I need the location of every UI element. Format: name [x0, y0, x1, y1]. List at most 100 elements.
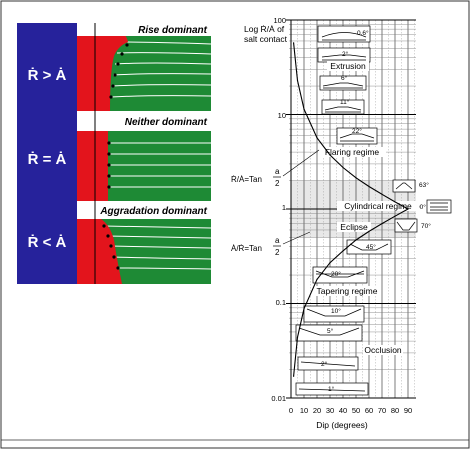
side-label-equal: Ṙ = Ȧ: [28, 151, 67, 168]
sketch-box: [295, 324, 363, 342]
x-tick-label: 20: [313, 406, 321, 415]
regime-label-cylindrical: Cylindrical regime: [344, 201, 412, 211]
angle-label: 2°: [342, 50, 349, 58]
curve-point: [394, 201, 396, 203]
strata-lines-rise: [110, 41, 212, 98]
curve-point: [355, 177, 357, 179]
sketch-box: [317, 25, 371, 43]
angle-label: 22°: [352, 127, 362, 135]
x-tick-label: 70: [378, 406, 386, 415]
neither-dominant-block: [77, 131, 211, 201]
regime-label-bg: [318, 147, 386, 157]
termination-dot: [116, 62, 120, 66]
curve-label-rise-num: a: [275, 167, 280, 176]
sketch-box: [303, 305, 365, 323]
salt-red-rise: [77, 30, 128, 111]
curve-point: [368, 230, 370, 232]
sketch-contact: [300, 361, 356, 367]
sketch-box: [394, 218, 418, 233]
sketch-contact: [339, 133, 375, 142]
sketch-contact: [315, 270, 365, 278]
angle-label: 0.6°: [357, 29, 369, 37]
sketch-box: [426, 199, 452, 214]
regime-label-extrusion: Extrusion: [330, 61, 366, 71]
termination-dot: [107, 185, 111, 189]
curve-point: [407, 208, 409, 210]
y-tick-label: 10: [278, 111, 286, 120]
regime-label-bg: [337, 201, 419, 211]
angle-label: 90°: [416, 203, 426, 211]
sketch-box: [297, 356, 359, 371]
curve-point: [293, 375, 295, 377]
termination-dot: [106, 234, 110, 238]
curve-label-rise-den: 2: [275, 179, 280, 188]
curve-point: [381, 193, 383, 195]
x-tick-label: 0: [289, 406, 293, 415]
angle-label: 1°: [328, 385, 335, 393]
termination-dot: [125, 43, 129, 47]
angle-label: 6°: [341, 74, 348, 82]
y-axis-label-line-1: Log Ṙ/Ȧ of: [244, 24, 285, 34]
angle-label: 10°: [331, 307, 341, 315]
regime-label-tapering: Tapering regime: [317, 286, 378, 296]
regime-label-flaring: Flaring regime: [325, 147, 380, 157]
regime-label-bg: [327, 61, 369, 71]
sketch-contact: [395, 182, 413, 190]
curve-point: [296, 336, 299, 338]
curve-point: [355, 239, 357, 241]
sketch-contact: [324, 106, 362, 113]
x-tick-label: 90: [404, 406, 412, 415]
termination-dot: [112, 255, 116, 259]
curve-point: [342, 166, 344, 169]
angle-label: 11°: [340, 98, 350, 106]
x-tick-label: 10: [300, 406, 308, 415]
curve-label-rise: Ṙ/Ȧ=Tan a 2: [231, 149, 320, 188]
salt-red-aggradation: [77, 219, 122, 284]
strata-lines-aggradation: [103, 225, 212, 270]
regime-label-bg: [337, 222, 371, 232]
side-label-aggradation: Ṙ < Ȧ: [28, 234, 67, 251]
curve-point: [293, 42, 295, 44]
strata-lines-neither: [108, 142, 211, 188]
side-label-rise: Ṙ > Ȧ: [28, 67, 67, 84]
curve-point: [303, 308, 305, 310]
angle-labels: 0.6° 2° 6° 11° 22° 63° 90° 70° 45° 20° 1…: [321, 29, 431, 393]
band-aggradation: [77, 201, 211, 219]
curve-label-aggradation: Ȧ/Ṙ=Tan a 2: [231, 231, 311, 257]
regime-label-occlusion: Occlusion: [364, 345, 402, 355]
termination-dot: [109, 244, 113, 248]
x-tick-label: 60: [365, 406, 373, 415]
curve-label-aggradation-num: a: [275, 236, 280, 245]
angle-label: 20°: [331, 270, 341, 278]
sketch-box: [295, 382, 369, 396]
band-label-rise: Rise dominant: [138, 25, 208, 36]
y-tick-label: 1: [282, 203, 286, 212]
termination-dot: [107, 152, 111, 156]
curve-point: [381, 223, 383, 225]
termination-dot: [116, 266, 120, 270]
termination-dot: [113, 73, 117, 77]
band-label-aggradation: Aggradation dominant: [99, 206, 207, 217]
curve-point: [342, 250, 344, 252]
regime-label-eclipse: Eclipse: [340, 222, 368, 232]
sketch-contact: [321, 54, 367, 61]
curve-label-aggradation-eq: Ȧ/Ṙ=Tan: [231, 244, 262, 253]
sketch-contact: [322, 82, 364, 89]
salt-growth-panel: Rise dominant Neither dominant Aggradati…: [17, 23, 212, 284]
curve-label-aggradation-den: 2: [275, 248, 280, 257]
angle-label: 45°: [366, 243, 376, 251]
salt-red-neither: [77, 131, 108, 201]
curve-point: [368, 185, 370, 188]
x-tick-label: 80: [391, 406, 399, 415]
sketch-contact: [349, 243, 389, 251]
curve-point: [316, 137, 318, 139]
curve-point: [303, 108, 305, 110]
sketch-contact: [321, 32, 367, 41]
termination-dot: [111, 84, 115, 88]
sketch-box: [392, 179, 416, 193]
sketch-contact: [396, 221, 416, 231]
regime-sketches: [295, 25, 452, 396]
band-rise: [77, 23, 211, 36]
